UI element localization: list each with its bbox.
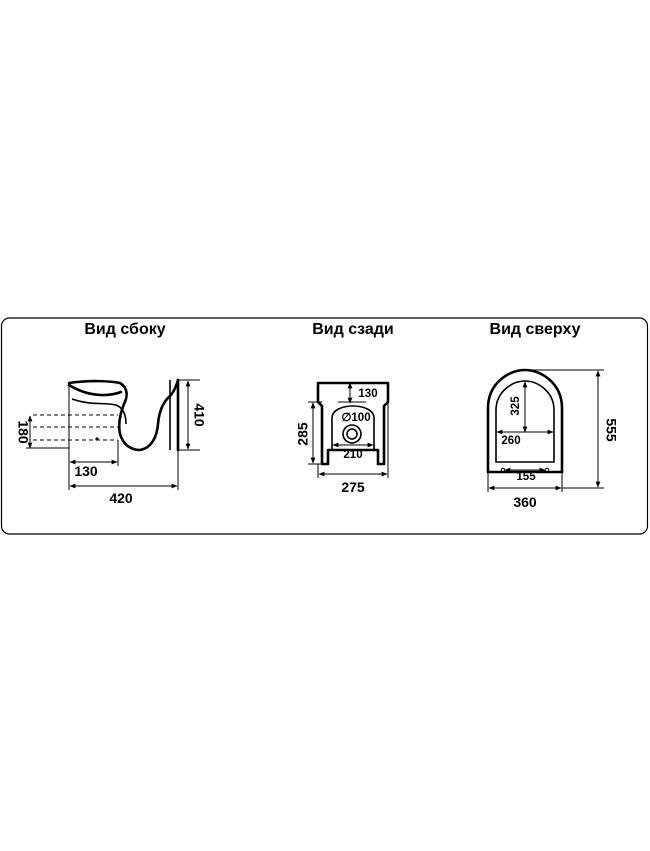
dim-side-length: 420: [109, 490, 133, 506]
dim-back-mount-width: 210: [343, 449, 362, 461]
top-view: Вид сверху 325 260 155 555 360: [486, 321, 619, 510]
back-view-outlet-inner: [346, 428, 358, 440]
side-view-rim: [67, 383, 123, 397]
dim-back-top-offset: 130: [358, 388, 377, 400]
back-view-outlet-outer: [342, 424, 362, 444]
side-view-inner-trap: [71, 398, 127, 425]
dim-back-width: 275: [341, 479, 365, 495]
side-view-title: Вид сбоку: [84, 321, 165, 338]
back-view-title: Вид сзади: [312, 321, 394, 338]
dim-side-inlet-offset: 130: [74, 463, 98, 479]
dim-top-inner-length: 325: [510, 396, 522, 416]
dim-side-height-inlet: 180: [15, 420, 31, 444]
dim-top-hole-spacing: 155: [516, 471, 536, 483]
dim-side-height-total: 410: [191, 403, 207, 427]
top-view-title: Вид сверху: [490, 321, 581, 338]
dim-top-length: 555: [603, 418, 619, 442]
drawing-frame: [0, 317, 649, 535]
dim-back-height: 285: [295, 422, 311, 446]
side-view-outline: [67, 378, 180, 452]
dim-back-pipe-diameter: ∅100: [341, 412, 370, 424]
top-view-outer-seat: [486, 368, 564, 474]
dim-top-inner-width: 260: [501, 435, 520, 447]
side-view: Вид сбоку 180 410 130 420: [15, 321, 207, 506]
top-view-inner-bowl: [495, 380, 555, 463]
back-view-arch: [331, 405, 375, 450]
back-view: Вид сзади 130 ∅100 210 285 275: [295, 321, 394, 495]
side-view-drain-point: [95, 437, 99, 441]
dim-top-width: 360: [513, 494, 537, 510]
